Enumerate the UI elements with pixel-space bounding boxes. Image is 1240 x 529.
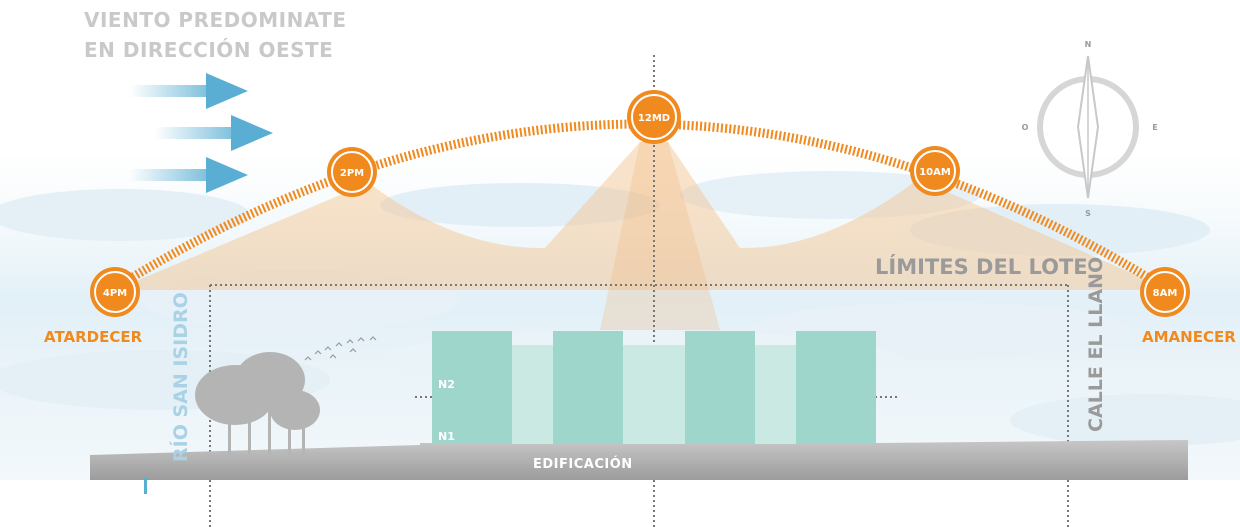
compass-west: O: [1022, 123, 1029, 132]
street-label: CALLE EL LLANO: [1085, 257, 1107, 432]
ground: [90, 440, 1188, 480]
sunset-caption: ATARDECER: [44, 328, 143, 346]
wind-title-line2: EN DIRECCIÓN OESTE: [84, 38, 333, 62]
building-block: [796, 331, 876, 444]
building-block: [553, 331, 623, 444]
building-label: EDIFICACIÓN: [533, 456, 633, 472]
sun-marker-4pm: 4PM: [90, 267, 140, 317]
sun-marker-2pm: 2PM: [327, 147, 377, 197]
sun-marker-label: 12MD: [638, 113, 670, 124]
wind-title-line1: VIENTO PREDOMINATE: [84, 8, 347, 32]
compass-north: N: [1085, 40, 1092, 49]
wind-arrow-icon: [130, 157, 248, 193]
sun-marker-label: 8AM: [1153, 288, 1178, 299]
building-volumes: [432, 331, 876, 444]
building-gap: [512, 345, 553, 444]
level-label-n2: N2: [438, 378, 455, 391]
river-label: RÍO SAN ISIDRO: [169, 292, 192, 462]
sun-marker-10am: 10AM: [910, 146, 960, 196]
level-label-n1: N1: [438, 430, 455, 443]
sun-marker-8am: 8AM: [1140, 267, 1190, 317]
tree-group: [195, 352, 320, 455]
river-marker: RÍO SAN ISIDRO: [144, 292, 192, 494]
building-block: [685, 331, 755, 444]
compass-south: S: [1085, 209, 1091, 218]
birds: [304, 336, 377, 361]
wind-arrows: [130, 73, 273, 193]
compass-east: E: [1152, 123, 1157, 132]
sun-marker-12md: 12MD: [627, 90, 681, 144]
sunrise-caption: AMANECER: [1142, 328, 1236, 346]
building-gap: [623, 345, 685, 444]
building-block: [432, 331, 512, 444]
sun-marker-label: 10AM: [919, 167, 951, 178]
sunlight-cone: [115, 142, 1170, 290]
wind-arrow-icon: [155, 115, 273, 151]
sun-marker-label: 4PM: [103, 288, 127, 299]
compass-icon: N S E O: [1022, 40, 1158, 218]
wind-arrow-icon: [130, 73, 248, 109]
sun-marker-label: 2PM: [340, 168, 364, 179]
sunlight-cone-inner: [600, 142, 720, 330]
lot-limits-label: LÍMITES DEL LOTE: [875, 254, 1088, 279]
building-gap: [755, 345, 796, 444]
